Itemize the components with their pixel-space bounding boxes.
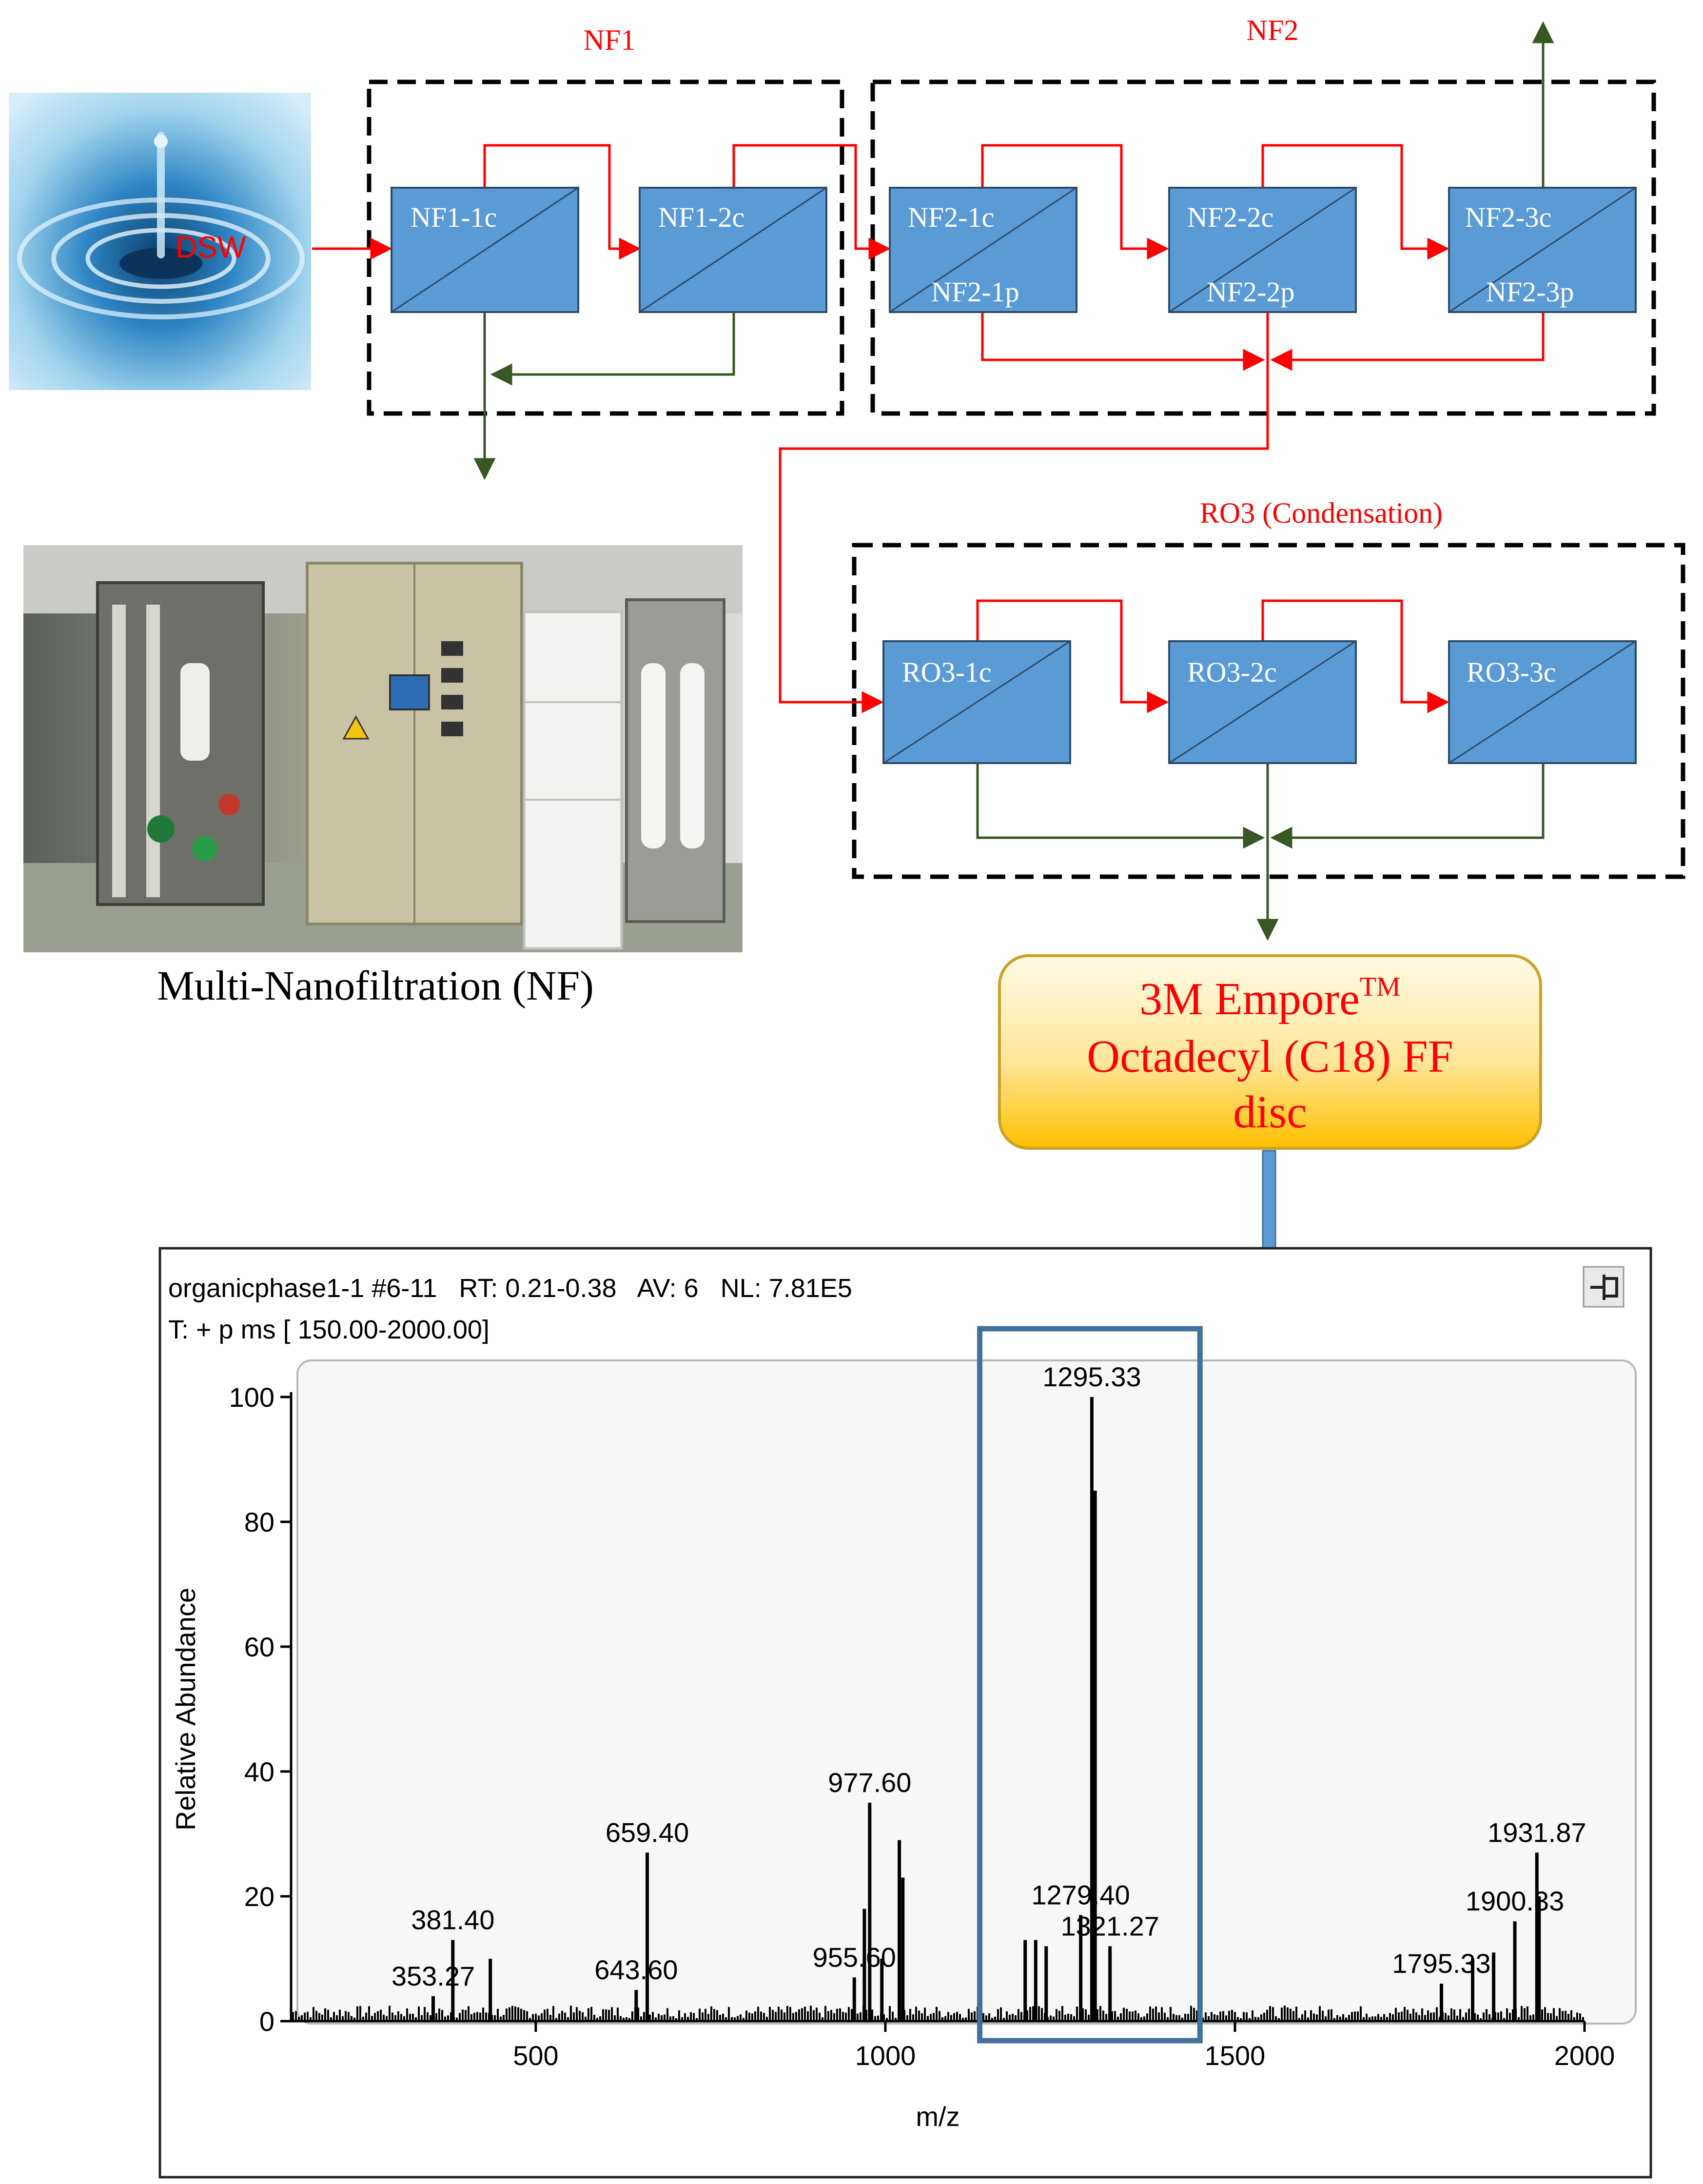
disc-line3: disc	[1233, 1087, 1307, 1138]
peak-label: 381.40	[411, 1905, 494, 1935]
module-nf1-1c: NF1-1c	[391, 187, 579, 313]
peak-label: 1931.87	[1488, 1817, 1586, 1848]
module-label: RO3-2c	[1187, 656, 1277, 688]
module-ro3-3c: RO3-3c	[1448, 640, 1637, 764]
peak-label: 977.60	[828, 1767, 911, 1798]
module-label: NF1-2c	[658, 201, 744, 233]
y-tick-label: 80	[244, 1507, 274, 1537]
green-flow-lines	[473, 21, 1554, 941]
x-tick-label: 2000	[1554, 2040, 1615, 2071]
highlight-box	[977, 1326, 1203, 2044]
plot-area-background	[296, 1359, 1637, 2025]
nanofiltration-system-photo	[23, 545, 743, 952]
module-label: NF2-2c	[1187, 201, 1273, 233]
peak-label: 1295.33	[1042, 1361, 1141, 1392]
spectrum-header-line2: T: + p ms [ 150.00-2000.00]	[168, 1315, 489, 1344]
peak-label: 1900.33	[1466, 1886, 1564, 1916]
ro3-group-label: RO3 (Condensation)	[1200, 497, 1443, 529]
peak-label: 1321.27	[1060, 1910, 1159, 1941]
x-tick-label: 500	[513, 2040, 558, 2071]
y-tick-label: 20	[244, 1881, 274, 1912]
peak-label: 643.60	[594, 1954, 678, 1985]
peak-label: 353.27	[391, 1961, 475, 1991]
peak-label: 1279.40	[1031, 1879, 1130, 1910]
disc-line1: 3M EmporeTM	[1139, 972, 1401, 1024]
peak-label: 1795.33	[1392, 1948, 1490, 1979]
red-flow-lines	[312, 144, 1545, 713]
module-permeate-label: NF2-3p	[1486, 276, 1574, 308]
module-ro3-1c: RO3-1c	[882, 640, 1071, 764]
module-label: RO3-3c	[1467, 656, 1556, 688]
x-axis-label: m/z	[916, 2101, 959, 2132]
module-label: NF1-1c	[411, 201, 497, 233]
peak-label: 659.40	[606, 1817, 689, 1848]
module-ro3-2c: RO3-2c	[1168, 640, 1357, 764]
module-nf2-1c: NF2-1c NF2-1p	[889, 187, 1077, 313]
mass-spectrum-chart: 0 20 40 60 80 100 500 1000 1500 2000 m/z Relative A…	[170, 1326, 1615, 2132]
module-label: RO3-1c	[902, 656, 992, 688]
module-permeate-label: NF2-1p	[931, 276, 1019, 308]
y-tick-label: 100	[229, 1382, 274, 1413]
mass-spectrum-window: organicphase1-1 #6-11 RT: 0.21-0.38 AV: …	[158, 1247, 1652, 2179]
nf1-group-label: NF1	[584, 24, 636, 56]
y-tick-label: 40	[244, 1756, 274, 1787]
spectrum-header-line1: organicphase1-1 #6-11 RT: 0.21-0.38 AV: …	[168, 1274, 852, 1303]
nf2-group-label: NF2	[1247, 14, 1299, 46]
ro3-group-box	[852, 543, 1685, 879]
pin-icon[interactable]	[1583, 1266, 1625, 1308]
y-axis-label: Relative Abundance	[170, 1588, 201, 1830]
y-tick-label: 60	[244, 1632, 274, 1662]
module-nf1-2c: NF1-2c	[639, 187, 827, 313]
c18-disc-box: 3M EmporeTM Octadecyl (C18) FF disc	[998, 954, 1542, 1150]
disc-line2: Octadecyl (C18) FF	[1087, 1031, 1453, 1082]
water-drop-image: DSW	[9, 93, 311, 390]
module-label: NF2-3c	[1465, 201, 1551, 233]
x-tick-label: 1500	[1205, 2040, 1266, 2071]
module-permeate-label: NF2-2p	[1207, 276, 1294, 308]
dsw-label: DSW	[176, 231, 246, 264]
photo-caption: Multi-Nanofiltration (NF)	[157, 962, 594, 1009]
module-label: NF2-1c	[908, 201, 994, 233]
module-nf2-2c: NF2-2c NF2-2p	[1168, 187, 1357, 313]
nf2-group-box	[870, 79, 1656, 416]
module-nf2-3c: NF2-3c NF2-3p	[1448, 187, 1637, 313]
y-tick-label: 0	[259, 2006, 274, 2037]
x-tick-label: 1000	[855, 2040, 916, 2071]
